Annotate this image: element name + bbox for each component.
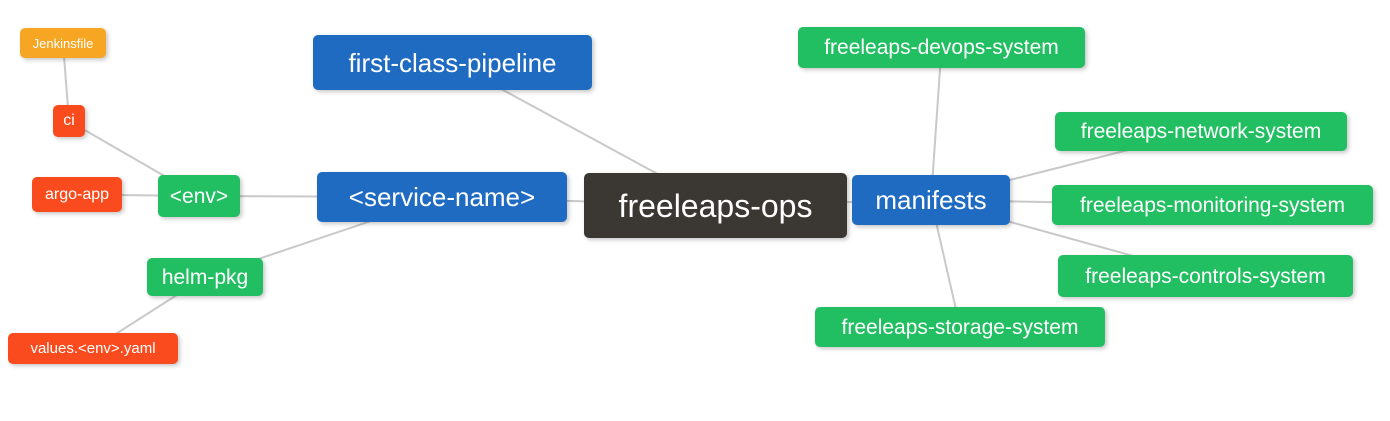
node-label: first-class-pipeline bbox=[348, 47, 557, 78]
mindmap-node-service-name[interactable]: <service-name> bbox=[317, 172, 567, 222]
node-label: freeleaps-storage-system bbox=[841, 315, 1079, 339]
mindmap-node-ci[interactable]: ci bbox=[53, 105, 85, 137]
node-label: freeleaps-ops bbox=[618, 187, 813, 224]
node-label: <env> bbox=[169, 184, 229, 208]
node-label: freeleaps-controls-system bbox=[1085, 264, 1326, 288]
mindmap-node-controls-system[interactable]: freeleaps-controls-system bbox=[1058, 255, 1353, 297]
mindmap-node-monitoring-system[interactable]: freeleaps-monitoring-system bbox=[1052, 185, 1373, 225]
node-label: values.<env>.yaml bbox=[30, 340, 156, 357]
node-label: ci bbox=[63, 112, 75, 129]
edge-manifests-devops-system bbox=[930, 47, 943, 201]
node-label: manifests bbox=[875, 185, 987, 215]
mindmap-node-devops-system[interactable]: freeleaps-devops-system bbox=[798, 27, 1085, 68]
mindmap-node-manifests[interactable]: manifests bbox=[852, 175, 1010, 225]
mindmap-node-argo-app[interactable]: argo-app bbox=[32, 177, 122, 212]
node-label: argo-app bbox=[44, 185, 110, 203]
node-label: freeleaps-network-system bbox=[1080, 120, 1322, 143]
mindmap-node-values-env-yaml[interactable]: values.<env>.yaml bbox=[8, 333, 178, 364]
mindmap-node-storage-system[interactable]: freeleaps-storage-system bbox=[815, 307, 1105, 347]
mindmap-node-jenkinsfile[interactable]: Jenkinsfile bbox=[20, 28, 106, 58]
node-label: Jenkinsfile bbox=[32, 35, 94, 51]
node-label: <service-name> bbox=[348, 182, 536, 212]
mindmap-node-freeleaps-ops[interactable]: freeleaps-ops bbox=[584, 173, 847, 238]
node-label: helm-pkg bbox=[161, 265, 249, 289]
node-label: freeleaps-monitoring-system bbox=[1080, 193, 1345, 217]
mindmap-node-first-class-pipeline[interactable]: first-class-pipeline bbox=[313, 35, 592, 90]
mindmap-node-env[interactable]: <env> bbox=[158, 175, 240, 217]
mindmap-node-network-system[interactable]: freeleaps-network-system bbox=[1055, 112, 1347, 151]
mindmap-node-helm-pkg[interactable]: helm-pkg bbox=[147, 258, 263, 296]
node-label: freeleaps-devops-system bbox=[824, 36, 1059, 59]
